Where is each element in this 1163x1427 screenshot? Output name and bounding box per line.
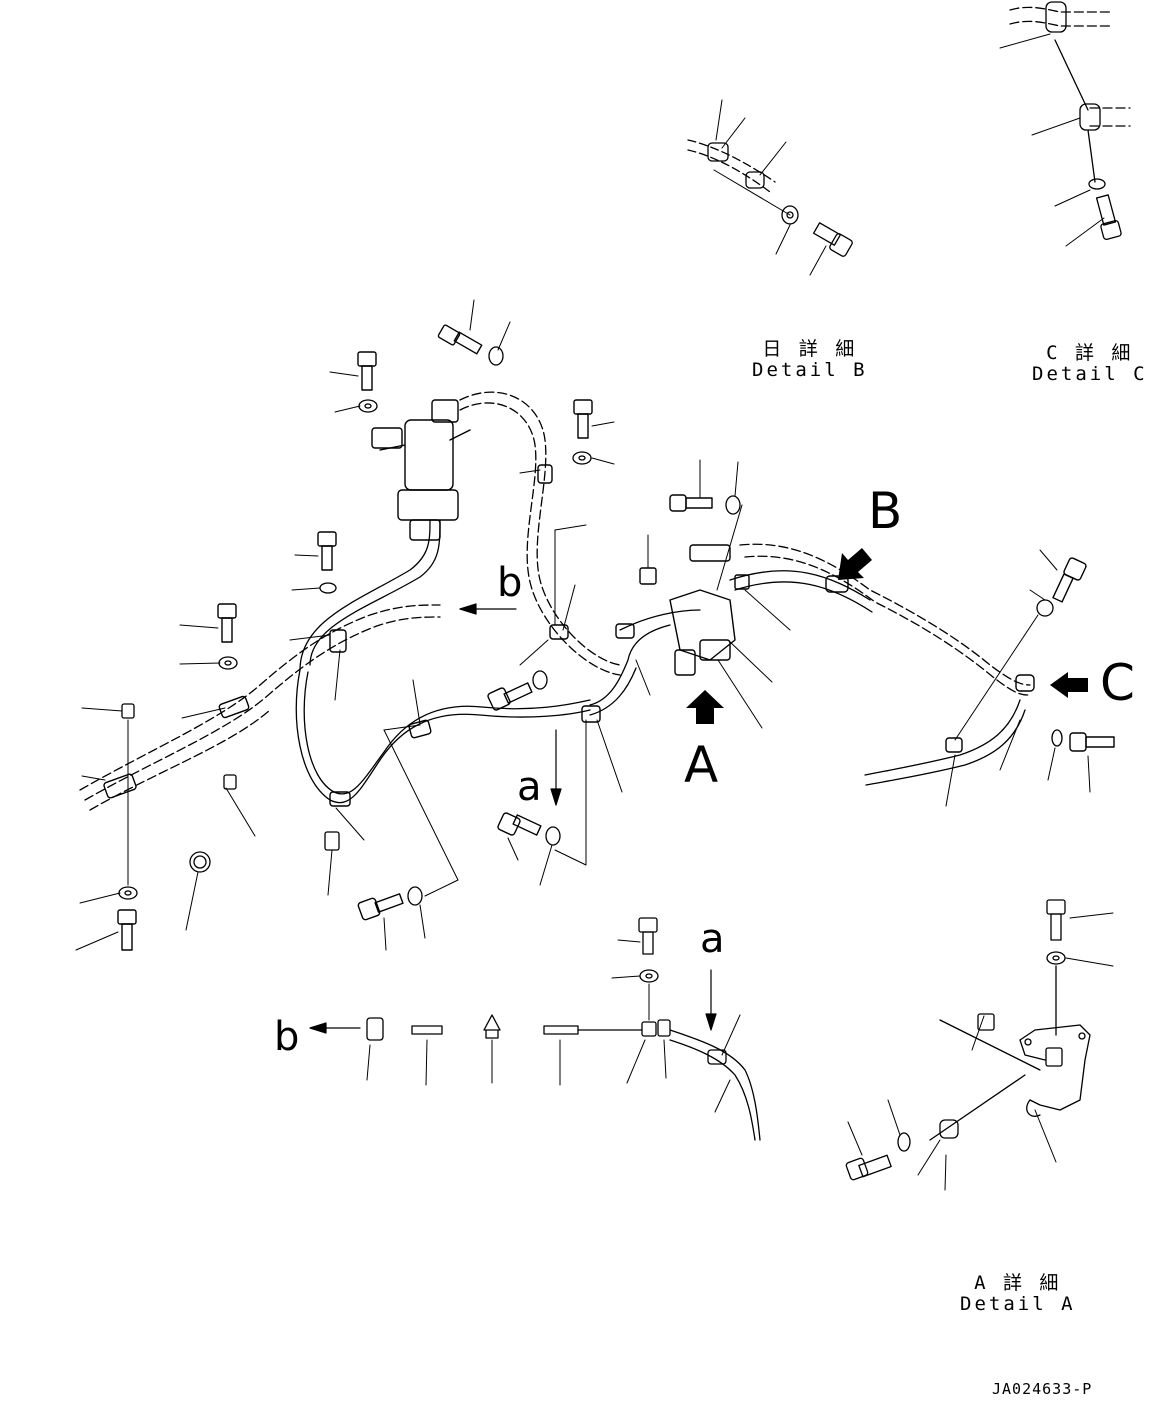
detail-b-caption-en: Detail B: [752, 359, 868, 381]
detail-a-caption-en: Detail A: [960, 1293, 1076, 1315]
main-washers: [118, 346, 1063, 906]
view-label-c: C: [1100, 654, 1135, 712]
route-label-a-lower: a: [700, 916, 725, 962]
detail-a-drawing: [845, 899, 1114, 1191]
view-label-b: B: [868, 482, 902, 540]
detail-b-caption: 日 詳 細 Detail B: [752, 338, 868, 382]
drawing-code: JA024633-P: [992, 1380, 1093, 1398]
view-label-a: A: [684, 736, 718, 794]
detail-a-caption: A 詳 細 Detail A: [960, 1272, 1076, 1316]
detail-c-drawing: [999, 1, 1131, 247]
route-label-b-upper: b: [497, 560, 522, 606]
detail-a-caption-jp: A 詳 細: [974, 1272, 1062, 1294]
arrow-left-icon: [459, 603, 477, 615]
detail-b-drawing: [687, 99, 853, 276]
view-arrows: [686, 548, 1088, 724]
detail-c-caption-jp: C 詳 細: [1046, 342, 1134, 364]
view-arrow-b-icon: [838, 548, 872, 580]
detail-c-caption: C 詳 細 Detail C: [1032, 342, 1148, 386]
fuel-filter: [371, 399, 471, 541]
main-hose-routing: [79, 391, 1031, 811]
lower-route-drawing: [366, 917, 761, 1141]
main-clamps: [103, 464, 1035, 807]
route-label-b-lower: b: [274, 1014, 299, 1060]
arrow-down-icon: [550, 788, 562, 806]
route-arrows: [309, 603, 717, 1034]
route-label-a-upper: a: [517, 764, 542, 810]
arrow-left-icon: [309, 1022, 327, 1034]
detail-b-caption-jp: 日 詳 細: [762, 338, 858, 360]
main-leader-lines: [75, 299, 1091, 951]
arrow-down-icon: [705, 1013, 717, 1031]
valve-block: [639, 544, 750, 676]
main-bolts: [117, 324, 1115, 951]
detail-c-caption-en: Detail C: [1032, 363, 1148, 385]
view-arrow-c-icon: [1050, 672, 1088, 698]
view-arrow-a-icon: [686, 690, 724, 724]
